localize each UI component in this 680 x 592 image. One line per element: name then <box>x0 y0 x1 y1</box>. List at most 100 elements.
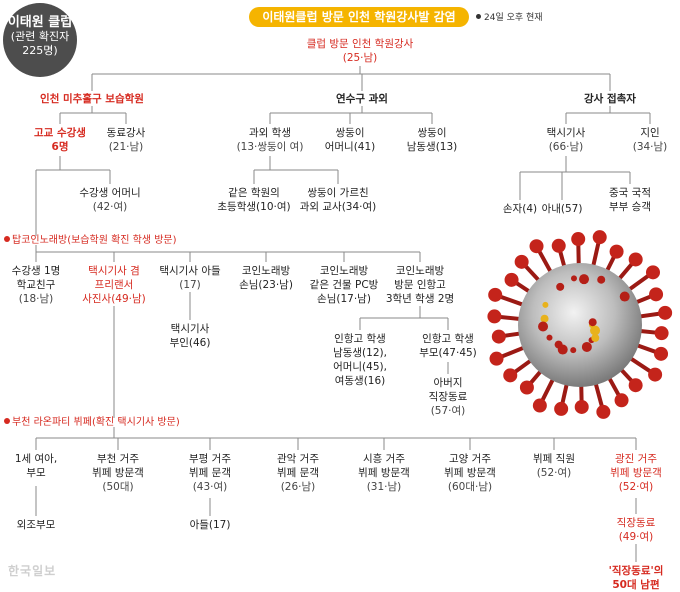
node-line: 손자(4) <box>502 203 538 215</box>
node-line: '직장동료'의 <box>608 565 664 577</box>
node-line: 3학년 학생 2명 <box>385 293 455 305</box>
node-grandchild: 손자(4) <box>503 202 537 216</box>
section-tapcoin: 탑코인노래방(보습학원 확진 학생 방문) <box>4 231 177 246</box>
virus-spike-head <box>529 239 544 254</box>
virus-surface-protein <box>546 334 553 341</box>
bullet-icon <box>476 14 481 19</box>
node-line: 과외 학생 <box>249 127 291 139</box>
node-line: 손님(17·남) <box>317 293 371 305</box>
node-line: 코인노래방 <box>241 265 291 277</box>
node-line: 연수구 과외 <box>336 93 388 105</box>
virus-surface-protein <box>556 282 565 291</box>
node-line: 뷔페 방문객 <box>444 467 496 479</box>
virus-spike-head <box>551 238 566 253</box>
node-line: 중국 국적 <box>609 187 651 199</box>
node-line: 시흥 거주 <box>363 453 405 465</box>
node-baby-parents: 1세 여아, 부모 <box>15 452 57 480</box>
virus-spike-head <box>628 252 643 267</box>
node-line: 여동생(16) <box>334 375 386 387</box>
node-line: (31·남) <box>366 481 402 493</box>
node-line: 손님(23·남) <box>239 279 293 291</box>
node-line: 아버지 <box>433 377 463 389</box>
node-instructor-contacts: 강사 접촉자 <box>584 92 636 106</box>
section-tapcoin-label: 탑코인노래방(보습학원 확진 학생 방문) <box>12 235 177 246</box>
node-taxi-driver: 택시기사(66·남) <box>547 126 586 154</box>
node-line: 인천 미추홀구 보습학원 <box>40 93 144 105</box>
section-bucheon: 부천 라온파티 뷔페(확진 택시기사 방문) <box>4 413 180 428</box>
node-root: 클럽 방문 인천 학원강사(25·남) <box>307 37 414 65</box>
node-line: 프리랜서 <box>94 279 134 291</box>
node-line: 부부 승객 <box>609 201 651 213</box>
node-line: 뷔페 문객 <box>189 467 231 479</box>
virus-surface-protein <box>588 318 597 327</box>
node-line: 고교 수강생 <box>34 127 86 139</box>
virus-surface-protein <box>619 291 630 302</box>
node-line: 부모 <box>26 467 46 479</box>
node-line: 아내(57) <box>541 203 583 215</box>
node-line: 택시기사 <box>170 323 210 335</box>
virus-surface-protein <box>542 301 549 308</box>
node-line: 택시기사 아들 <box>159 265 221 277</box>
node-line: 부모(47·45) <box>419 347 477 359</box>
node-line: 부평 거주 <box>189 453 231 465</box>
node-line: (26·남) <box>280 481 316 493</box>
node-line: 1세 여아, <box>14 453 58 465</box>
coronavirus-illustration <box>487 230 673 419</box>
virus-spike-head <box>504 272 519 287</box>
virus-spike-head <box>645 265 660 280</box>
virus-spike-head <box>487 309 502 324</box>
virus-spike-head <box>554 401 569 416</box>
node-colleague: 동료강사(21·남) <box>107 126 146 154</box>
node-line: 남동생(12), <box>333 347 387 359</box>
virus-spike-head <box>609 244 624 259</box>
node-line: (60대·남) <box>447 481 493 493</box>
node-line: 코인노래방 <box>319 265 369 277</box>
virus-spike-head <box>503 368 518 383</box>
node-line: 인항고 학생 <box>334 333 386 345</box>
virus-surface-protein <box>570 347 577 354</box>
node-line: 방문 인항고 <box>394 279 446 291</box>
virus-surface-protein <box>557 344 568 355</box>
badge-line3: 225명) <box>22 44 58 57</box>
virus-surface-protein <box>590 325 601 336</box>
node-line: 수강생 1명 <box>11 265 61 277</box>
node-line: 동료강사 <box>106 127 146 139</box>
node-line: 학교친구 <box>16 279 56 291</box>
virus-spike-head <box>596 404 611 419</box>
node-line: 쌍둥이 가르친 <box>307 187 369 199</box>
virus-surface-protein <box>591 333 600 342</box>
virus-spike-head <box>614 393 629 408</box>
node-line: 과외 교사(34·여) <box>299 201 377 213</box>
node-line: 남동생(13) <box>406 141 458 153</box>
cluster-total-badge: 이태원 클럽 (관련 확진자 225명) <box>3 3 77 77</box>
node-line: (42·여) <box>92 201 128 213</box>
node-taxi-son: 택시기사 아들(17) <box>159 264 220 292</box>
virus-spike-head <box>658 305 673 320</box>
badge-line1: 이태원 클럽 <box>7 15 73 30</box>
virus-surface-protein <box>538 321 549 332</box>
node-line: 초등학생(10·여) <box>217 201 291 213</box>
node-line: 직장동료 <box>428 391 468 403</box>
node-student-mother: 수강생 어머니(42·여) <box>79 186 140 214</box>
node-line: 광진 거주 <box>615 453 657 465</box>
node-line: (57·여) <box>430 405 466 417</box>
node-line: 어머니(45), <box>333 361 387 373</box>
node-line: 부천 거주 <box>97 453 139 465</box>
